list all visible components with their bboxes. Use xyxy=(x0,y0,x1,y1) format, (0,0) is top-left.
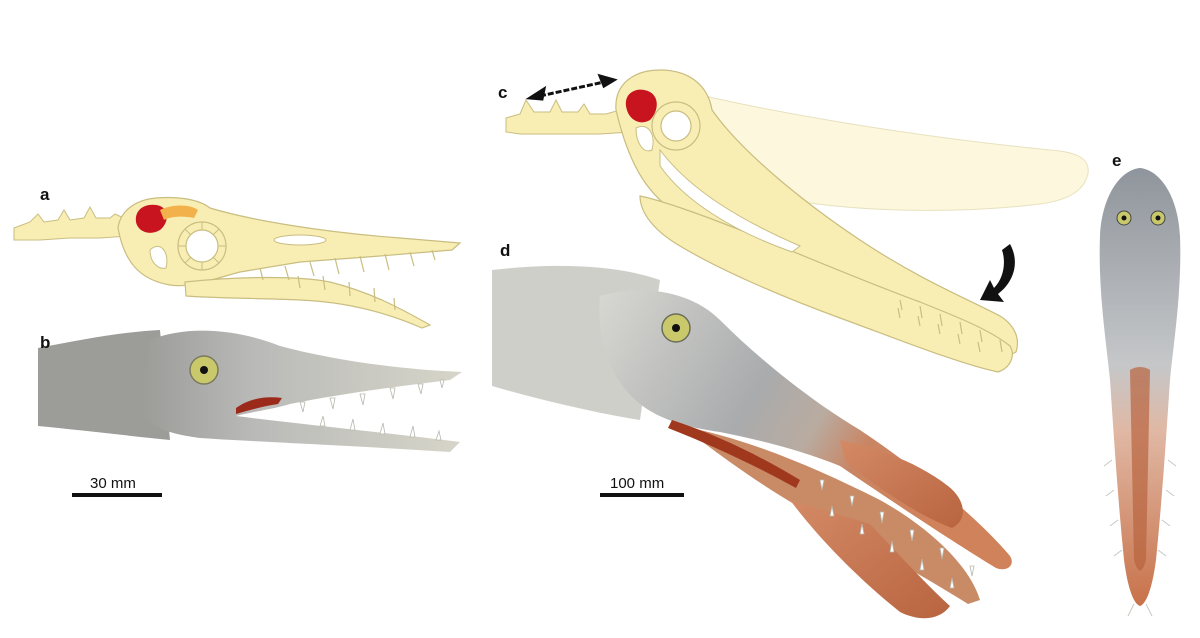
panel-a-lower-jaw xyxy=(184,276,432,329)
panel-label-b: b xyxy=(40,333,50,352)
panel-c-vertebrae xyxy=(505,98,631,135)
panel-a-brain-flocculus xyxy=(160,205,198,220)
panel-d-upper-crest xyxy=(840,440,963,528)
panel-d-lower-crest xyxy=(790,500,950,619)
panel-e-pupil-left xyxy=(1121,215,1127,221)
panel-b-mouth-inner xyxy=(236,397,282,414)
panel-c-ghost-skull xyxy=(678,89,1089,211)
panel-c-orbit xyxy=(660,110,692,142)
panel-label-a: a xyxy=(40,185,50,204)
scale-bar-30mm-line xyxy=(72,493,162,497)
scale-bar-100mm-line xyxy=(600,493,684,497)
panel-c-teeth xyxy=(897,299,1003,353)
panel-b-teeth xyxy=(299,379,445,441)
panel-e-crest-stripe xyxy=(1130,367,1150,571)
panel-c-double-arrow xyxy=(525,73,618,101)
panel-e-pupil-right xyxy=(1155,215,1161,221)
panel-c-rotation-arrow xyxy=(980,244,1015,302)
panel-b-neck xyxy=(38,330,170,440)
panel-c-brain xyxy=(625,89,657,123)
panel-b-skin xyxy=(140,330,462,452)
scale-bar-30mm: 30 mm xyxy=(72,475,162,497)
panel-e-teeth xyxy=(1103,459,1177,617)
panel-a-temporal xyxy=(149,245,168,269)
scale-bar-30mm-label: 30 mm xyxy=(90,475,136,492)
panel-a-teeth xyxy=(259,249,436,311)
panel-d-mouth-inner xyxy=(668,420,800,488)
panel-a-skull xyxy=(13,196,462,329)
panel-e-head xyxy=(1099,168,1181,617)
panel-d-teeth xyxy=(819,479,975,589)
scale-bar-100mm-label: 100 mm xyxy=(610,475,664,492)
panel-d-head xyxy=(492,265,1012,619)
panel-a-vertebrae xyxy=(13,205,129,241)
panel-a-brain xyxy=(135,204,167,233)
panel-c-temporal xyxy=(635,126,654,152)
panel-label-c: c xyxy=(498,83,507,102)
panel-b-head xyxy=(38,330,462,452)
panel-a-antorbital xyxy=(273,234,327,246)
panel-c-skull xyxy=(505,69,1089,373)
panel-b-pupil xyxy=(200,366,208,374)
scale-bar-100mm: 100 mm xyxy=(600,475,684,497)
panel-d-pupil xyxy=(672,324,680,332)
panel-c-fenestra xyxy=(659,148,801,253)
panel-label-e: e xyxy=(1112,151,1121,170)
panel-label-d: d xyxy=(500,241,510,260)
